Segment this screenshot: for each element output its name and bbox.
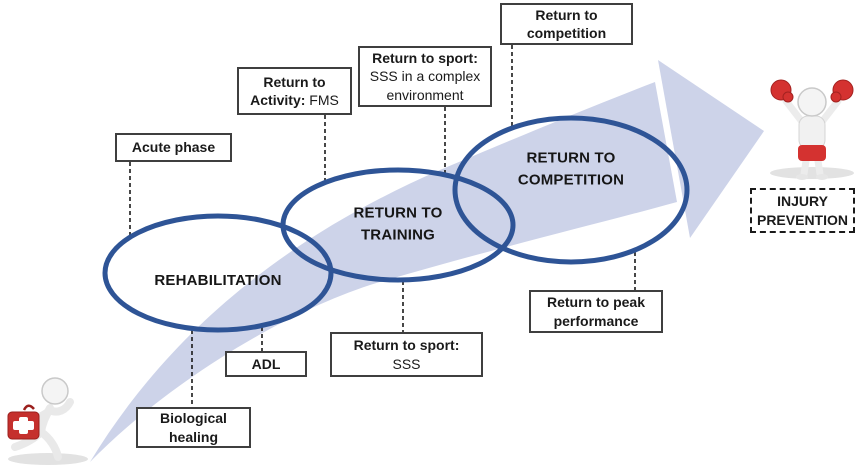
- milestone-label: Return to sport: SSS: [353, 337, 460, 372]
- milestone-box-return-to-sport-complex: Return to sport: SSS in a complex enviro…: [358, 46, 492, 107]
- stage-label-rehabilitation: REHABILITATION: [154, 272, 282, 290]
- stage-ellipse-return-to-competition: [452, 115, 690, 265]
- connector-lines: [129, 45, 636, 407]
- progress-arrow-head: [658, 60, 764, 238]
- milestone-label: Return to competition: [526, 6, 607, 41]
- stage-ellipse-rehabilitation: [102, 213, 334, 333]
- milestone-label: Acute phase: [131, 139, 216, 156]
- stage-label-return-to-competition: RETURN TO COMPETITION: [517, 149, 625, 188]
- goal-box-injury-prevention: INJURY PREVENTION: [750, 188, 855, 233]
- celebrating-athlete-figure: [770, 79, 854, 180]
- milestone-label: Return to peak performance: [546, 294, 645, 329]
- progress-arrow: [90, 60, 764, 462]
- stage-label-return-to-training: RETURN TO TRAINING: [353, 204, 443, 243]
- injured-runner-figure: [7, 377, 88, 465]
- milestone-label: Return to Activity: FMS: [250, 73, 339, 108]
- goal-label: INJURY PREVENTION: [756, 193, 848, 228]
- milestone-box-acute-phase: Acute phase: [115, 133, 232, 162]
- milestone-label: Biological healing: [160, 410, 227, 445]
- progress-arrow-body: [90, 82, 677, 462]
- milestone-box-biological-healing: Biological healing: [136, 407, 251, 448]
- milestone-label: ADL: [251, 355, 281, 372]
- stage-ellipse-return-to-training: [280, 167, 516, 283]
- milestone-box-return-to-activity-fms: Return to Activity: FMS: [237, 67, 352, 115]
- milestone-box-return-to-competition: Return to competition: [500, 3, 633, 45]
- milestone-label: Return to sport: SSS in a complex enviro…: [369, 49, 481, 103]
- milestone-box-return-to-peak-performance: Return to peak performance: [529, 290, 663, 333]
- milestone-box-return-to-sport-sss: Return to sport: SSS: [330, 332, 483, 377]
- milestone-box-adl: ADL: [225, 351, 307, 377]
